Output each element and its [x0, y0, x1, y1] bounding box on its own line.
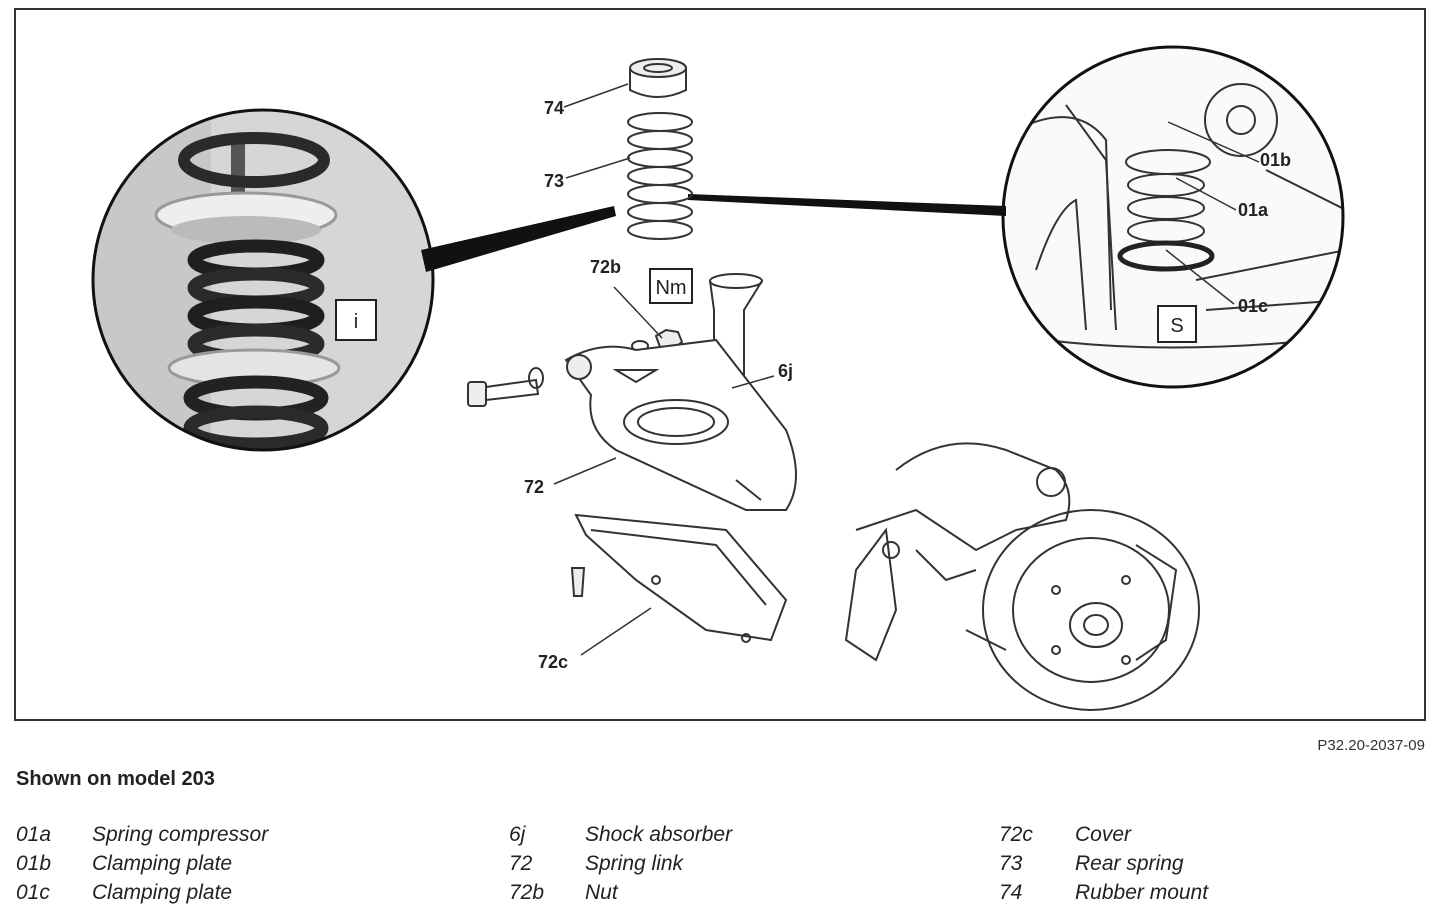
model-heading: Shown on model 203 — [16, 768, 215, 790]
right-inset-pointer — [688, 194, 1006, 216]
callout-01a: 01a — [1238, 200, 1269, 220]
legend-desc: Clamping plate — [92, 881, 233, 904]
legend-code: 72b — [509, 881, 545, 904]
callout-73: 73 — [544, 171, 564, 191]
diagram-canvas: i — [91, 45, 1345, 711]
legend-code: 01a — [16, 823, 52, 846]
right-detail-inset: S — [1001, 45, 1345, 389]
exploded-diagram: i — [14, 8, 1426, 721]
legend-desc: Rubber mount — [1075, 881, 1209, 904]
legend-desc: Cover — [1075, 823, 1132, 846]
info-symbol: i — [354, 311, 358, 333]
left-inset-pointer — [421, 206, 616, 272]
callout-72b: 72b — [590, 257, 621, 277]
legend-code: 73 — [999, 852, 1023, 875]
legend-desc: Clamping plate — [92, 852, 233, 875]
torque-symbol-box — [649, 268, 693, 304]
tool-symbol-box — [1157, 305, 1197, 343]
torque-symbol: Nm — [655, 277, 686, 299]
wheel-hub-assembly — [844, 442, 1200, 711]
legend-code: 01b — [16, 852, 52, 875]
callout-01b: 01b — [1260, 150, 1291, 170]
legend-code: 72c — [999, 823, 1033, 846]
figure-code: P32.20-2037-09 — [1317, 737, 1425, 754]
info-symbol-box — [335, 299, 377, 341]
leader-lines — [553, 83, 1260, 656]
tool-symbol: S — [1170, 315, 1183, 337]
legend-desc: Shock absorber — [585, 823, 733, 846]
legend-code: 6j — [509, 823, 526, 846]
callout-01c: 01c — [1238, 296, 1268, 316]
left-detail-inset: i — [91, 108, 435, 452]
callout-72: 72 — [524, 477, 544, 497]
legend-desc: Spring link — [585, 852, 684, 875]
legend-code: 72 — [509, 852, 533, 875]
callout-6j: 6j — [778, 361, 793, 381]
legend-code: 74 — [999, 881, 1023, 904]
center-exploded-parts — [467, 58, 797, 643]
legend-desc: Rear spring — [1075, 852, 1184, 875]
legend-desc: Spring compressor — [92, 823, 269, 846]
legend-desc: Nut — [585, 881, 618, 904]
callout-74: 74 — [544, 98, 564, 118]
legend-code: 01c — [16, 881, 50, 904]
callout-72c: 72c — [538, 652, 568, 672]
